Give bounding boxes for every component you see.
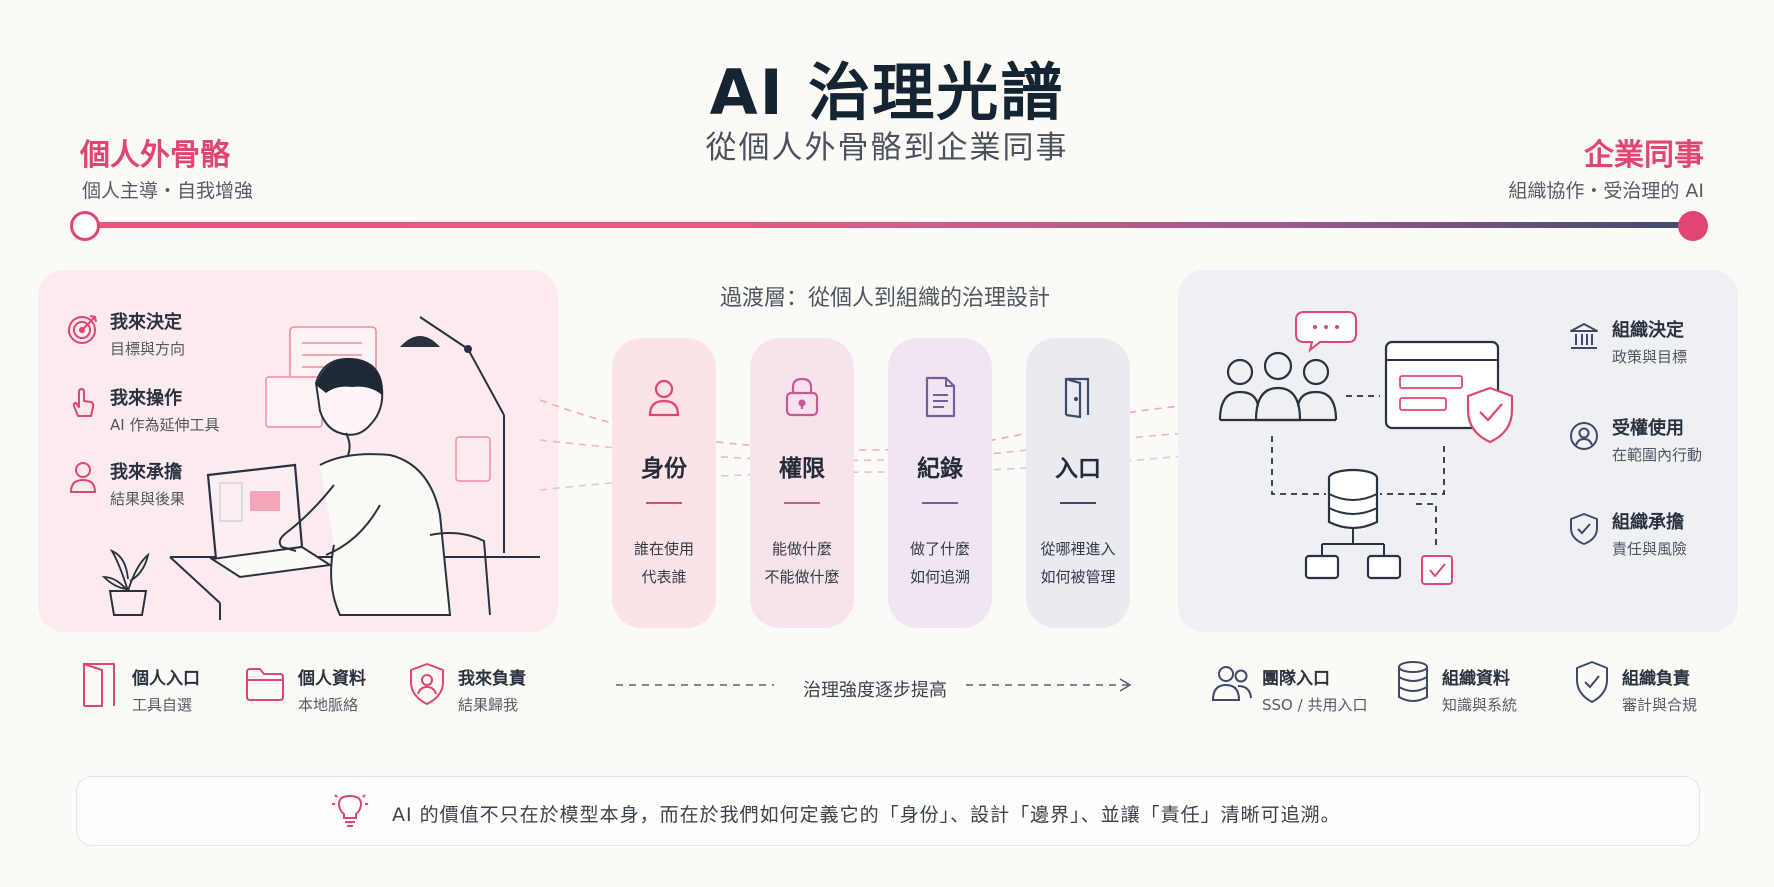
database-icon <box>1398 661 1428 702</box>
person-icon <box>69 462 97 493</box>
pillar-entry-divider <box>1060 502 1096 504</box>
pillar-record-line2: 如何追溯 <box>909 568 970 586</box>
governance-arrow <box>616 678 1132 692</box>
door-icon <box>1064 377 1090 419</box>
left-item-operate-title: 我來操作 <box>110 388 182 409</box>
pillar-identity-divider <box>646 502 682 504</box>
bottom-org-responsible-subtitle: 審計與合規 <box>1622 696 1698 714</box>
team-icon <box>1211 666 1252 701</box>
right-item-org-bear-subtitle: 責任與風險 <box>1612 540 1688 558</box>
governance-arrow-label: 治理強度逐步提高 <box>803 680 947 701</box>
pillar-identity-line1: 誰在使用 <box>633 540 694 558</box>
right-item-org-decide-title: 組織決定 <box>1612 320 1684 341</box>
spectrum-left-title: 個人外骨骼 <box>80 138 230 173</box>
pillar-record-name: 紀錄 <box>917 456 963 482</box>
left-item-bear-title: 我來承擔 <box>110 462 182 483</box>
left-item-decide: 我來決定 目標與方向 <box>110 308 185 359</box>
pillar-record: 紀錄 做了什麼 如何追溯 <box>888 338 992 628</box>
bottom-personal-entry-title: 個人入口 <box>132 669 200 689</box>
left-item-operate: 我來操作 AI 作為延伸工具 <box>110 384 219 435</box>
pillar-identity-line2: 代表誰 <box>641 568 687 586</box>
page-title: AI 治理光譜 <box>709 56 1065 129</box>
user-circle-icon <box>1570 422 1598 450</box>
document-icon <box>925 376 956 418</box>
right-item-org-decide-subtitle: 政策與目標 <box>1612 348 1688 366</box>
pillar-identity-desc: 誰在使用 代表誰 <box>613 535 715 591</box>
bottom-personal-data: 個人資料 本地脈絡 <box>298 664 366 715</box>
page-subtitle: 從個人外骨骼到企業同事 <box>705 130 1069 166</box>
person-at-laptop-illustration <box>101 316 540 620</box>
bottom-personal-data-subtitle: 本地脈絡 <box>298 696 359 714</box>
right-item-org-bear: 組織承擔 責任與風險 <box>1612 508 1687 559</box>
pillar-permission-line1: 能做什麼 <box>771 540 832 558</box>
bottom-org-responsible: 組織負責 審計與合規 <box>1622 664 1697 715</box>
shield-check-icon <box>1570 513 1598 545</box>
spectrum-left-subtitle: 個人主導・自我增強 <box>82 180 254 202</box>
user-icon <box>648 379 680 417</box>
folder-icon <box>246 668 284 701</box>
right-item-org-bear-title: 組織承擔 <box>1612 512 1684 533</box>
bottom-personal-entry: 個人入口 工具自選 <box>132 664 200 715</box>
bottom-personal-data-title: 個人資料 <box>298 669 366 689</box>
pillar-record-divider <box>922 502 958 504</box>
left-item-decide-title: 我來決定 <box>110 312 182 333</box>
left-item-operate-subtitle: AI 作為延伸工具 <box>110 416 220 434</box>
footer-quote-text: AI 的價值不只在於模型本身，而在於我們如何定義它的「身份」、設計「邊界」、並讓… <box>392 804 1341 826</box>
bottom-self-responsible: 我來負責 結果歸我 <box>458 664 526 715</box>
shield-user-icon <box>410 663 444 705</box>
bottom-team-entry: 團隊入口 SSO / 共用入口 <box>1262 664 1367 715</box>
bottom-org-data-subtitle: 知識與系統 <box>1442 696 1518 714</box>
pillar-permission: 權限 能做什麼 不能做什麼 <box>750 338 854 628</box>
shield-check-icon <box>1576 661 1608 703</box>
lightbulb-icon <box>332 794 368 827</box>
spectrum-right-subtitle: 組織協作・受治理的 AI <box>1508 180 1704 202</box>
spectrum-start-dot <box>70 211 100 241</box>
target-icon <box>68 315 97 344</box>
lock-icon <box>785 377 819 417</box>
pillar-entry-desc: 從哪裡進入 如何被管理 <box>1027 535 1129 591</box>
bottom-org-responsible-title: 組織負責 <box>1622 669 1690 689</box>
left-item-bear-subtitle: 結果與後果 <box>110 490 186 508</box>
bottom-team-entry-title: 團隊入口 <box>1262 669 1330 689</box>
pillar-permission-desc: 能做什麼 不能做什麼 <box>751 535 853 591</box>
pillar-permission-name: 權限 <box>779 456 825 482</box>
pillar-entry-line1: 從哪裡進入 <box>1040 540 1116 558</box>
pillar-identity: 身份 誰在使用 代表誰 <box>612 338 716 628</box>
right-item-org-decide: 組織決定 政策與目標 <box>1612 316 1687 367</box>
institution-icon <box>1570 323 1598 349</box>
bottom-personal-entry-subtitle: 工具自選 <box>132 696 193 714</box>
pillar-entry: 入口 從哪裡進入 如何被管理 <box>1026 338 1130 628</box>
bottom-self-responsible-subtitle: 結果歸我 <box>458 696 519 714</box>
right-item-authorized-use-title: 受權使用 <box>1612 418 1684 439</box>
spectrum-track <box>84 222 1692 228</box>
spectrum-right-title: 企業同事 <box>1584 138 1704 173</box>
pillar-entry-name: 入口 <box>1055 456 1101 482</box>
bottom-org-data-title: 組織資料 <box>1442 669 1510 689</box>
spectrum-end-dot <box>1678 211 1708 241</box>
pillar-record-desc: 做了什麼 如何追溯 <box>889 535 991 591</box>
transition-layer-label: 過渡層：從個人到組織的治理設計 <box>719 286 1050 311</box>
footer-quote-box <box>76 776 1700 846</box>
pillar-identity-name: 身份 <box>641 456 687 482</box>
bottom-team-entry-subtitle: SSO / 共用入口 <box>1262 696 1368 714</box>
left-item-bear: 我來承擔 結果與後果 <box>110 458 185 509</box>
organization-illustration <box>1218 311 1514 585</box>
pillar-permission-divider <box>784 502 820 504</box>
pillar-record-line1: 做了什麼 <box>909 540 970 558</box>
pillar-permission-line2: 不能做什麼 <box>764 568 840 586</box>
right-item-authorized-use: 受權使用 在範圍內行動 <box>1612 414 1702 465</box>
right-item-authorized-use-subtitle: 在範圍內行動 <box>1612 446 1703 464</box>
door-icon <box>83 663 115 707</box>
hand-pointer-icon <box>72 388 95 417</box>
bottom-org-data: 組織資料 知識與系統 <box>1442 664 1517 715</box>
bottom-self-responsible-title: 我來負責 <box>458 669 526 689</box>
pillar-entry-line2: 如何被管理 <box>1040 568 1116 586</box>
left-item-decide-subtitle: 目標與方向 <box>110 340 186 358</box>
